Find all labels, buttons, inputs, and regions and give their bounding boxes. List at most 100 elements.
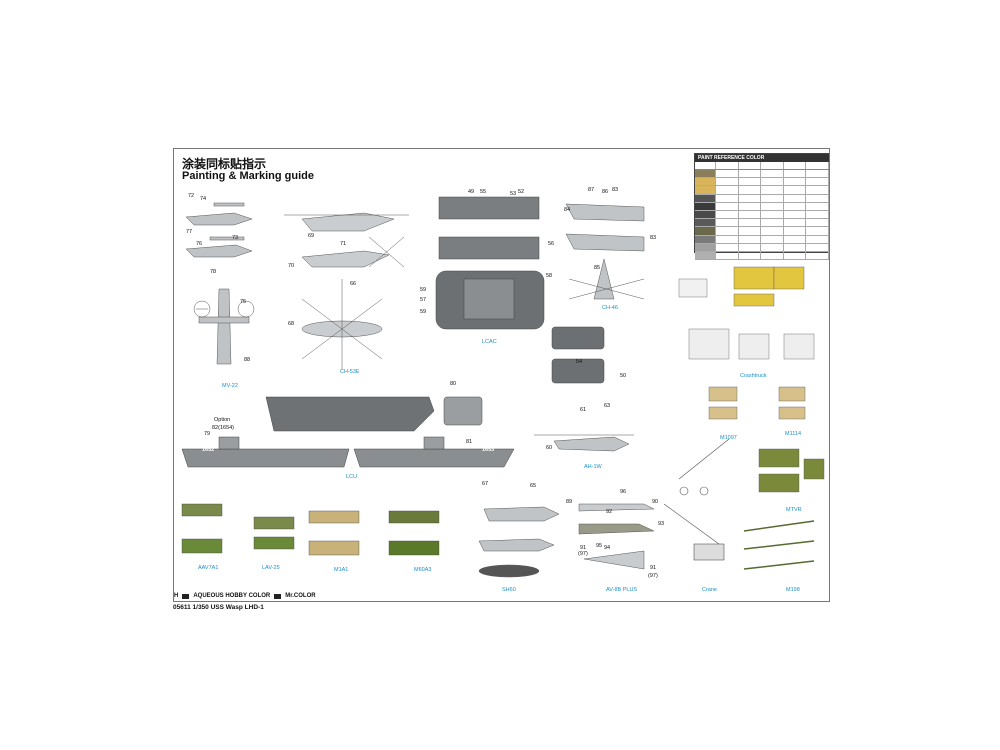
hull-number-1653: 1653	[482, 447, 495, 453]
paint-brand-h-label: AQUEOUS HOBBY COLOR	[193, 593, 271, 599]
caption-lcu: LCU	[346, 474, 358, 480]
caption-lcac: LCAC	[482, 339, 497, 345]
part-number: 78	[210, 269, 217, 275]
part-number: 83	[650, 235, 657, 241]
part-number: 88	[244, 357, 251, 363]
paint-swatch	[695, 251, 716, 260]
m1097-drawing	[708, 386, 806, 420]
paint-brand-mr-label: Mr.COLOR	[285, 593, 316, 599]
sh60-drawing	[478, 506, 560, 578]
part-number: 91	[580, 545, 587, 551]
caption-m1a1: M1A1	[334, 567, 349, 573]
paint-table-row	[695, 194, 829, 203]
paint-table-row	[695, 170, 829, 179]
part-number: 80	[450, 381, 457, 387]
part-number: 49	[468, 189, 475, 195]
caption-crane: Crane	[702, 587, 717, 593]
ch53e-drawing	[284, 212, 409, 369]
part-number: 66	[350, 281, 357, 287]
title-chinese: 涂装同标贴指示	[182, 157, 267, 171]
paint-swatch	[695, 227, 716, 235]
caption-crashtruck: Crashtruck	[740, 373, 767, 379]
paint-reference-table: PAINT REFERENCE COLOR	[694, 153, 829, 261]
paint-swatch	[695, 235, 716, 243]
part-number: 57	[420, 297, 427, 303]
paint-swatch	[695, 243, 716, 251]
paint-table-row	[695, 219, 829, 228]
paint-swatch	[695, 219, 716, 227]
part-number: 67	[482, 481, 489, 487]
ch46-drawing	[565, 203, 645, 300]
part-number: 70	[288, 263, 295, 269]
title-english: Painting & Marking guide	[182, 170, 315, 182]
footer-model-line: 05611 1/350 USS Wasp LHD-1	[173, 604, 264, 611]
part-number: 73	[232, 235, 239, 241]
part-number: 79	[204, 431, 211, 437]
part-number: 81	[466, 439, 473, 445]
paint-swatch	[695, 210, 716, 219]
part-number: 72	[188, 193, 195, 199]
av8b-drawing	[578, 503, 655, 570]
paint-table-row	[695, 227, 829, 236]
part-number: 83	[612, 187, 619, 193]
paint-swatch	[695, 170, 716, 178]
part-number: 75	[240, 299, 247, 305]
part-number: 91	[650, 565, 657, 571]
paint-legend: H AQUEOUS HOBBY COLOR Mr.COLOR	[174, 593, 316, 599]
part-number: 94	[604, 545, 611, 551]
painting-guide-sheet: 涂装同标贴指示 Painting & Marking guide PAINT R…	[173, 148, 830, 602]
part-number: 53	[510, 191, 517, 197]
part-number: 60	[546, 445, 553, 451]
part-number: 85	[594, 265, 601, 271]
part-number: 71	[340, 241, 347, 247]
part-number: 74	[200, 196, 207, 202]
paint-table-row	[695, 178, 829, 187]
part-number: 95	[596, 543, 603, 549]
part-number: 86	[602, 189, 609, 195]
paint-swatch	[695, 178, 716, 186]
part-number: 61	[580, 407, 587, 413]
caption-aav7a1: AAV7A1	[198, 565, 219, 571]
part-number: 89	[566, 499, 573, 505]
paint-table-row	[695, 202, 829, 211]
paint-table-row	[695, 210, 829, 220]
drawings-canvas	[181, 196, 825, 578]
option-label: Option	[214, 417, 231, 423]
part-number: 87	[588, 187, 595, 193]
part-number: 54	[576, 359, 583, 365]
mtvr-drawing	[758, 448, 825, 493]
caption-ch53e: CH-53E	[340, 369, 360, 375]
part-number: 58	[546, 273, 553, 279]
caption-ch46: CH-46	[602, 305, 618, 311]
part-number: 65	[530, 483, 537, 489]
paint-brand-h: H	[174, 593, 179, 599]
part-number: 96	[620, 489, 627, 495]
part-number: 90	[652, 499, 659, 505]
caption-mtvr: MTVR	[786, 507, 802, 513]
caption-m60a3: M60A3	[414, 567, 432, 573]
lcu-drawing	[181, 396, 515, 468]
m198-drawing	[743, 520, 815, 570]
caption-m198: M198	[786, 587, 800, 593]
paint-table-row	[695, 243, 829, 252]
caption-lav25: LAV-25	[262, 565, 280, 571]
option-number: 82(1654)	[212, 425, 235, 431]
lcac-drawing	[435, 196, 545, 330]
paint-table-row	[695, 186, 829, 195]
paint-swatch	[695, 186, 716, 194]
part-number: 59	[420, 309, 427, 315]
caption-sh60: SH60	[502, 587, 516, 593]
crashtruck-drawing	[678, 266, 815, 360]
caption-m1114: M1114	[785, 431, 802, 437]
part-number: 77	[186, 229, 193, 235]
part-number: 50	[620, 373, 627, 379]
lcac-front-drawing	[551, 326, 605, 384]
paint-table-title: PAINT REFERENCE COLOR	[695, 154, 829, 162]
paint-table-row	[695, 251, 829, 261]
part-number: 59	[420, 287, 427, 293]
caption-m1097: M1097	[720, 435, 737, 441]
ah1w-drawing	[534, 434, 634, 452]
part-number: (97)	[578, 551, 588, 557]
hull-number-1652: 1652	[202, 447, 215, 453]
part-number: 84	[564, 207, 571, 213]
